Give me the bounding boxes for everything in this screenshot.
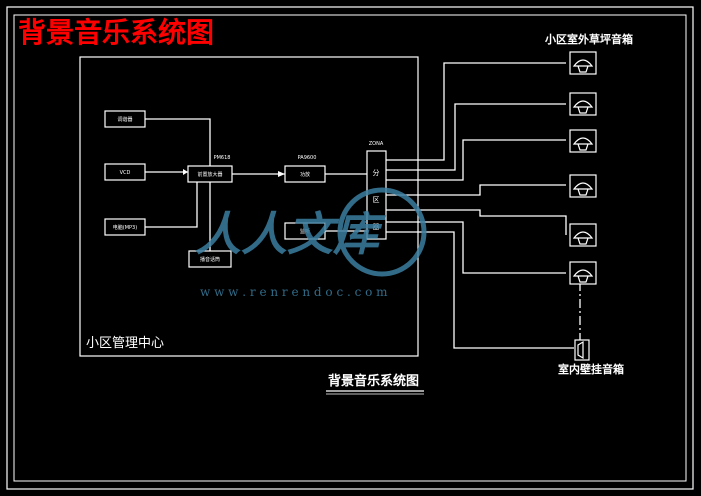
zone-char-3: 器 — [373, 223, 380, 231]
diagram-caption: 背景音乐系统图 — [328, 373, 419, 389]
inner-frame — [13, 14, 687, 482]
zone-char-2: 区 — [373, 196, 380, 204]
indoor-speaker — [574, 339, 590, 361]
outdoor-speaker-1 — [569, 51, 597, 75]
outdoor-speaker-4 — [569, 174, 597, 198]
zone-char-1: 分 — [373, 168, 380, 177]
signal-wiring — [145, 118, 367, 251]
outdoor-speaker-5 — [569, 223, 597, 247]
diagram-title: 背景音乐系统图 — [18, 16, 214, 49]
watermark: 人人文库 w w w . r e n r e n d o c . c o m — [195, 187, 427, 299]
source-vcd-label: VCD — [120, 170, 131, 176]
preamp-model: PM618 — [214, 155, 231, 161]
power-amp-label: 功放 — [300, 171, 310, 178]
source-mp3-label: 电脑(MP3) — [113, 224, 137, 231]
outdoor-speaker-3 — [569, 129, 597, 153]
power-amp-model: PA9600 — [298, 155, 317, 161]
watermark-brand: 人人文库 — [195, 207, 387, 261]
control-center-label: 小区管理中心 — [86, 336, 164, 351]
watermark-circle — [337, 187, 427, 277]
zone-model: ZONA — [369, 141, 384, 147]
monitor-label: 监听 — [300, 228, 310, 235]
source-tuner-label: 调谐器 — [117, 116, 132, 123]
indoor-speaker-label: 室内壁挂音箱 — [558, 362, 624, 376]
outer-frame — [6, 6, 694, 490]
outdoor-speaker-6 — [569, 261, 597, 285]
outdoor-speaker-label: 小区室外草坪音箱 — [544, 32, 633, 46]
mic-label: 播音话筒 — [200, 256, 220, 263]
watermark-url: w w w . r e n r e n d o c . c o m — [200, 285, 388, 299]
speaker-wiring — [386, 62, 581, 349]
preamp-label: 前置放大器 — [197, 171, 222, 178]
outdoor-speaker-2 — [569, 92, 597, 116]
